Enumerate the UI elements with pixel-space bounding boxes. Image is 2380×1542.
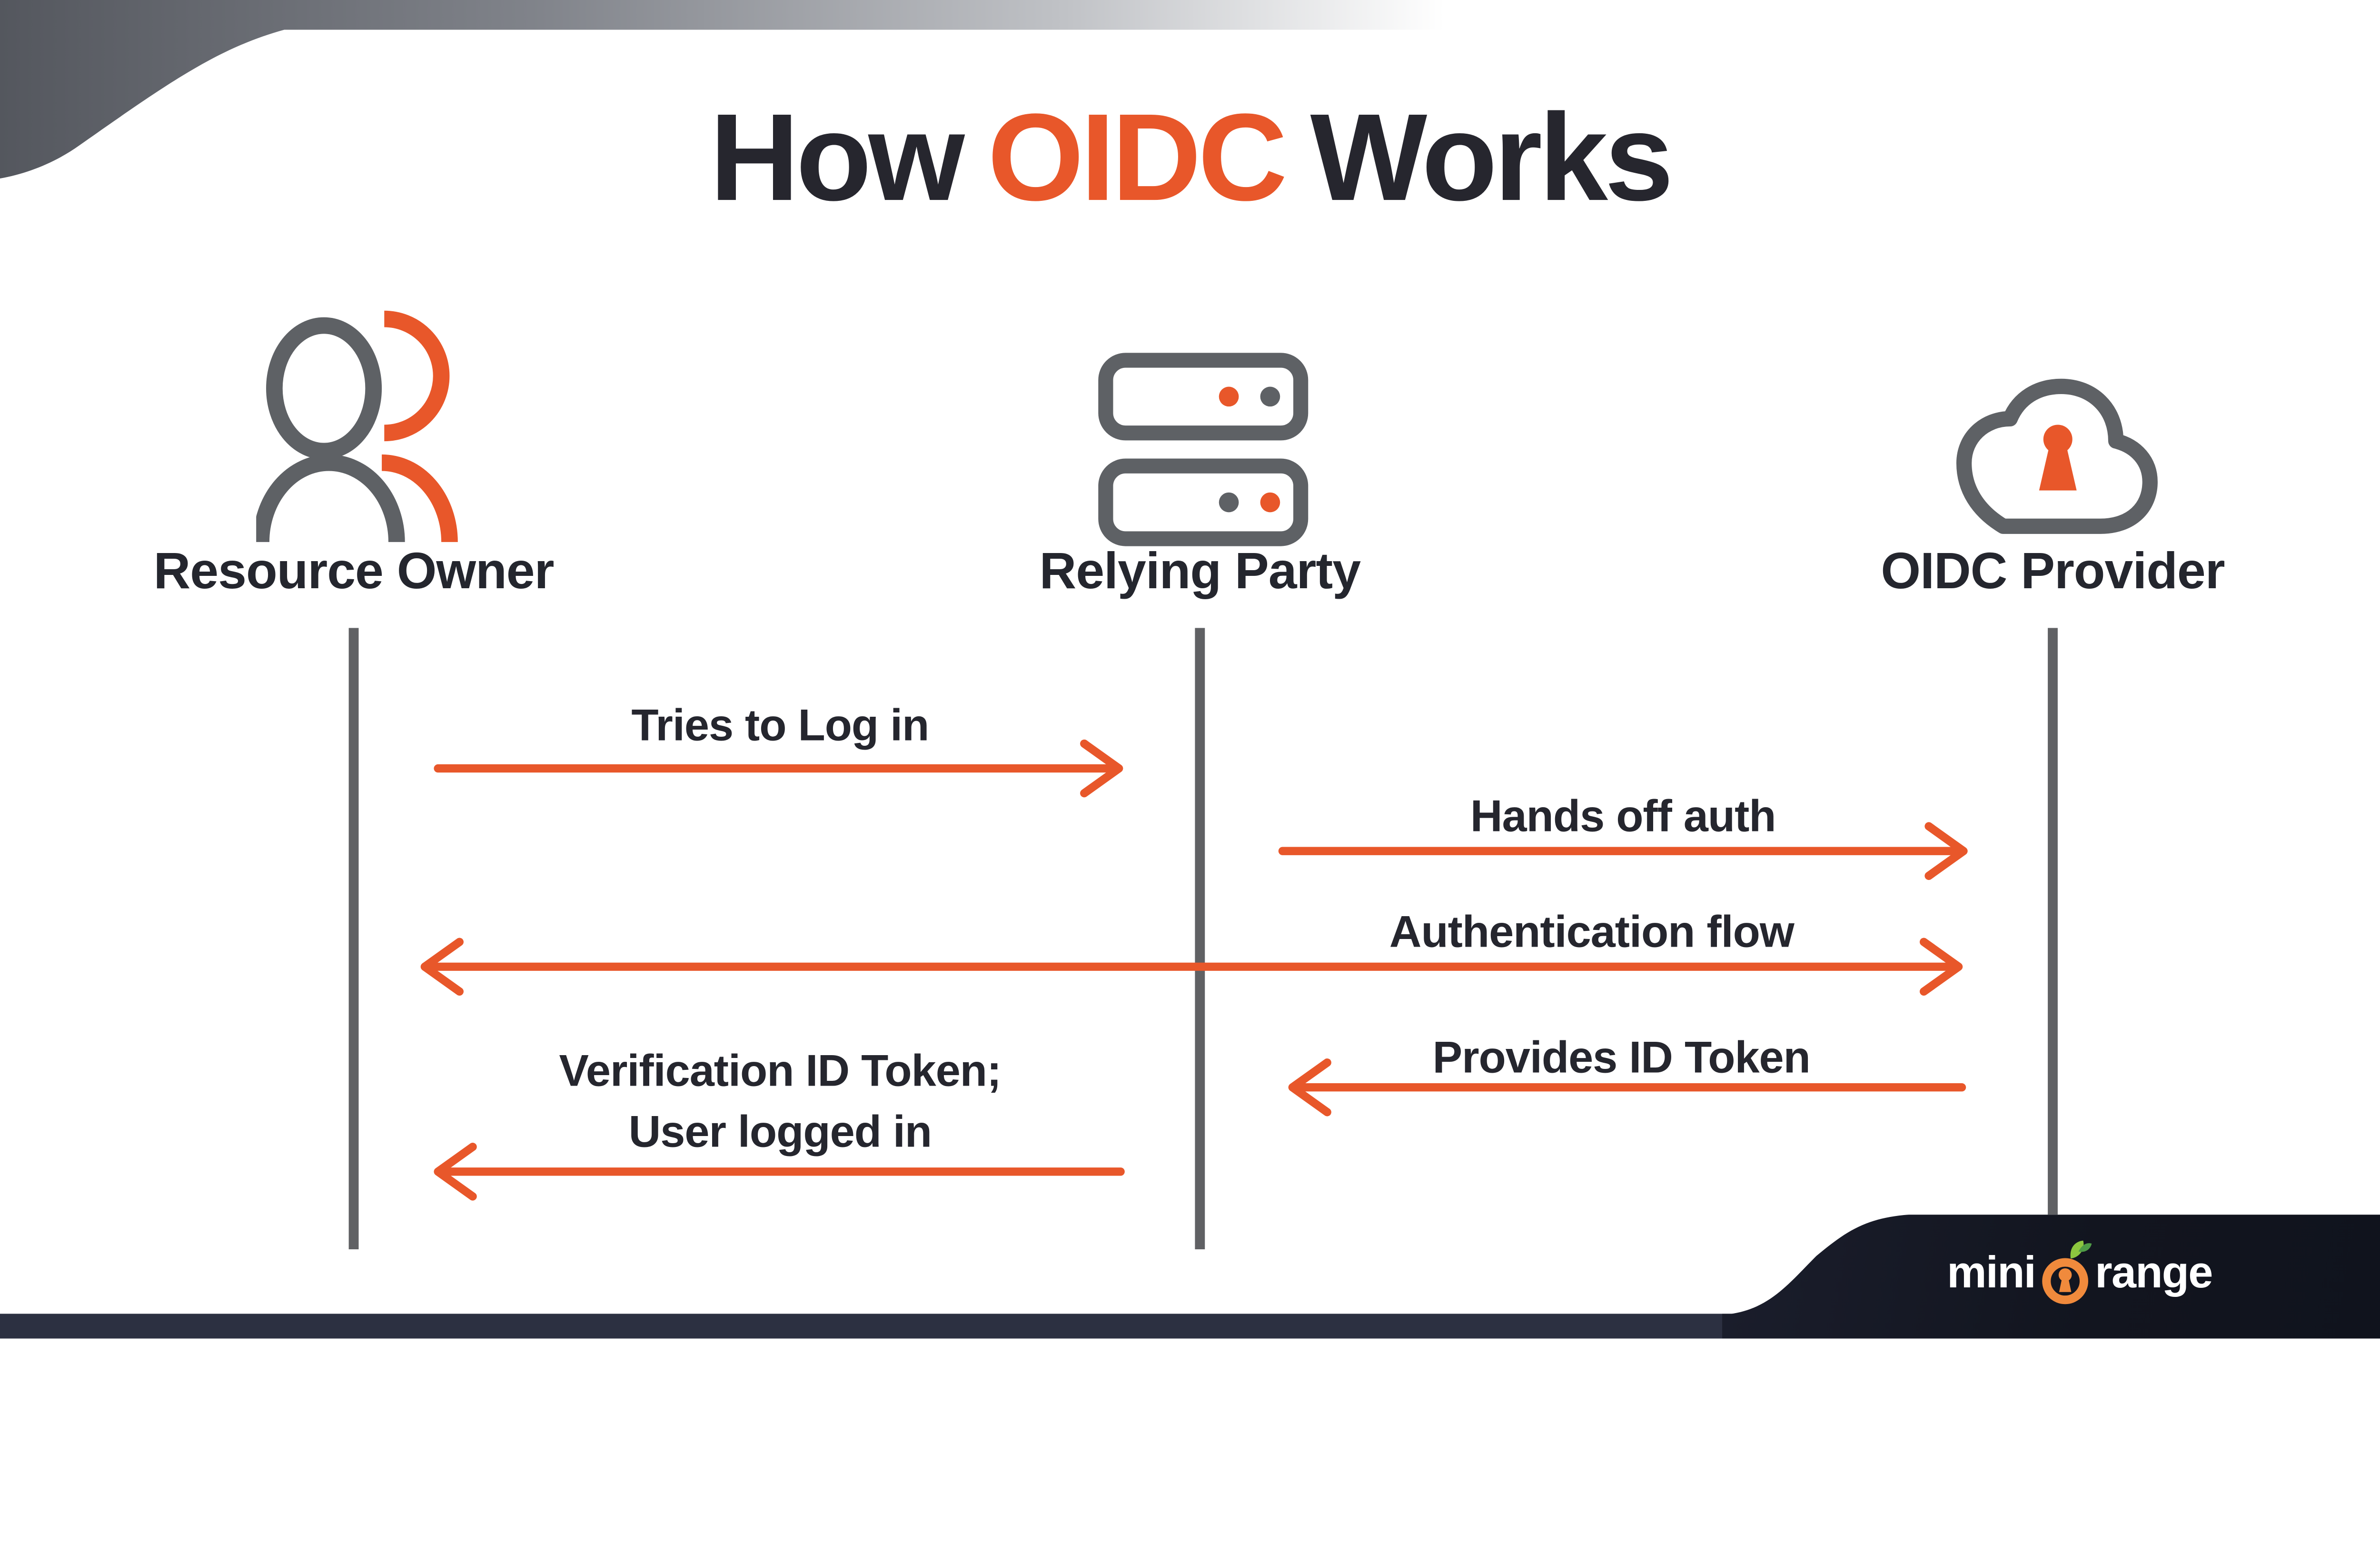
lifeline-resource-owner (348, 628, 359, 1249)
message-label-line1: Verification ID Token; (559, 1046, 1002, 1096)
top-corner-decoration (0, 0, 1521, 178)
message-label-hands-off-auth: Hands off auth (1470, 791, 1776, 841)
server-stack-icon (1098, 353, 1309, 546)
message-label-authentication-flow: Authentication flow (1389, 907, 1795, 957)
arrowhead-right-icon (1080, 739, 1123, 798)
message-label-provides-id-token: Provides ID Token (1432, 1033, 1811, 1083)
cloud-keyhole-icon (1956, 378, 2158, 534)
title-highlight: OIDC (987, 88, 1288, 227)
arrowhead-left-icon (1288, 1058, 1331, 1117)
message-label-line2: User logged in (628, 1107, 932, 1157)
miniorange-logo: mini range (1947, 1239, 2213, 1305)
miniorange-logo-o-icon (2041, 1240, 2091, 1305)
user-group-icon (256, 310, 458, 543)
lifeline-relying-party (1195, 628, 1205, 1249)
message-label-verification-id-token: Verification ID Token; User logged in (559, 1041, 1002, 1164)
arrowhead-left-icon (434, 1143, 477, 1201)
lifeline-oidc-provider (2048, 628, 2058, 1215)
actor-label-relying-party: Relying Party (1039, 542, 1361, 600)
message-label-tries-to-log-in: Tries to Log in (631, 701, 929, 751)
logo-text-range: range (2095, 1247, 2213, 1297)
arrowhead-left-icon (420, 938, 464, 996)
actor-label-resource-owner: Resource Owner (153, 542, 555, 600)
actor-label-oidc-provider: OIDC Provider (1881, 542, 2225, 600)
title-prefix: How (709, 88, 965, 227)
arrowhead-right-icon (1919, 938, 1963, 996)
title-suffix: Works (1310, 88, 1674, 227)
logo-panel (1722, 1215, 2380, 1339)
logo-text-mini: mini (1947, 1247, 2036, 1297)
arrowhead-right-icon (1924, 822, 1968, 880)
